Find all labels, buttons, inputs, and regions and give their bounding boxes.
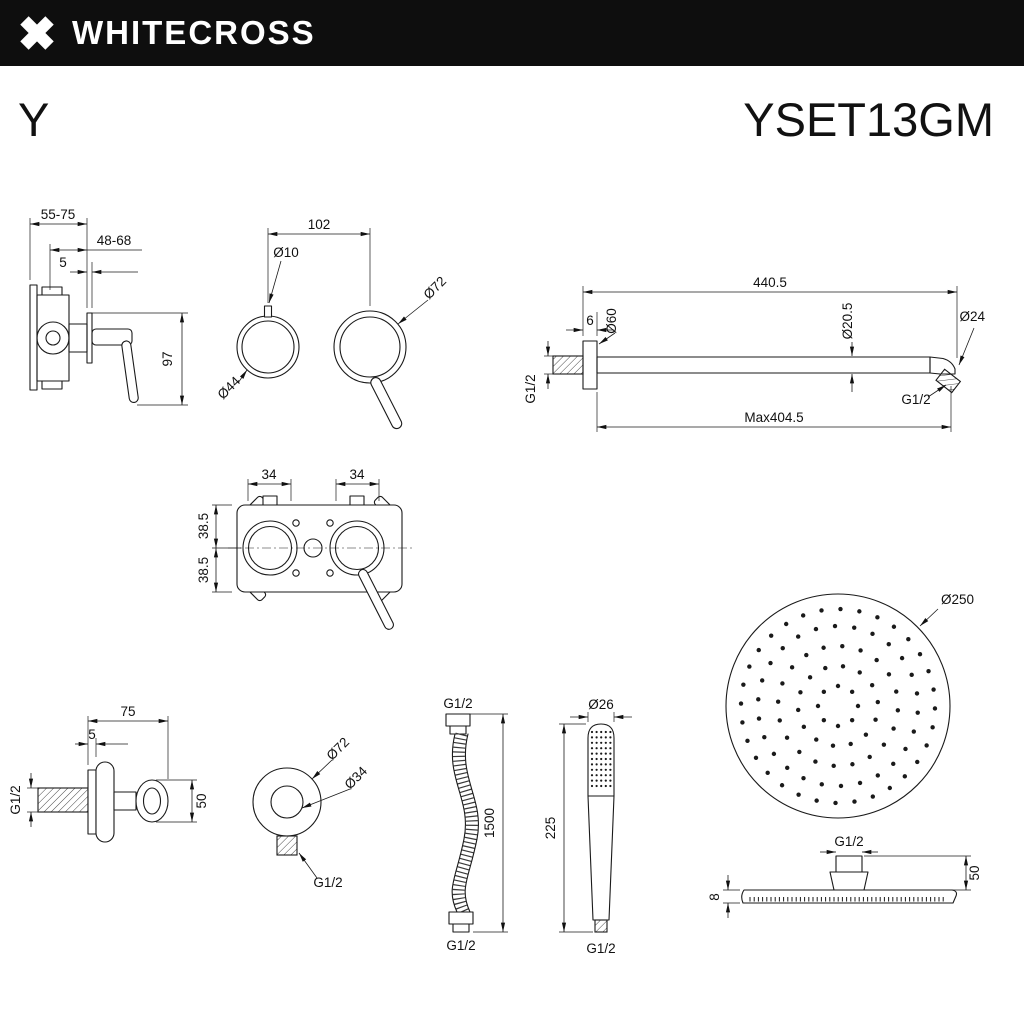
dim-trim-spacing: 102 [308,217,331,232]
dim-arm-flange-dia: Ø60 [604,308,619,334]
dim-handshower-thread: G1/2 [586,941,615,956]
handshower-spray-dots [590,730,612,788]
hose-geometry [445,713,479,933]
arm-flange [582,340,598,390]
dim-escutcheon-inner: Ø34 [341,763,370,792]
valve-side-geometry [29,284,139,404]
shower-arm-dimensions: 440.5 6 Ø60 Ø20.5 Ø24 G1/2 G1/2 Max404.5 [523,275,985,432]
escutcheon-dimensions: Ø72 Ø34 G1/2 [298,734,370,890]
dim-arm-tube-dia: Ø20.5 [840,303,855,340]
model-series: Y [18,93,50,146]
wall-outlet-dimensions: 75 5 G1/2 50 [8,704,209,827]
brand-name: WHITECROSS [72,14,316,51]
rough-in-geometry [228,495,412,630]
dim-hose-length: 1500 [482,808,497,838]
dim-arm-tip-dia: Ø24 [959,309,985,324]
wall-outlet-geometry [37,761,169,843]
dim-arm-flange-thk: 6 [586,313,594,328]
dim-head-thread: G1/2 [834,834,863,849]
dim-head-conn-height: 50 [967,865,982,880]
model-row: Y YSET13GM [18,92,994,147]
dim-head-thickness: 8 [707,893,722,901]
drawing-head-side: G1/2 50 8 [707,834,982,918]
hose-dimensions: G1/2 1500 G1/2 [443,696,508,953]
drawing-hose: G1/2 1500 G1/2 [443,696,508,953]
rough-in-dimensions: 34 34 38.5 38.5 [196,467,380,593]
dim-roughin-top: 38.5 [196,513,211,539]
drawing-escutcheon: Ø72 Ø34 G1/2 [252,734,370,890]
escutcheon-geometry [252,767,322,856]
handshower-geometry [587,723,615,933]
model-code: YSET13GM [743,93,994,146]
head-top-outline [725,593,951,819]
shower-arm-tube [596,356,931,374]
dim-valve-inner-range: 48-68 [97,233,132,248]
drawing-valve-side: 55-75 48-68 5 97 [29,207,188,406]
trim-front-geometry [236,305,407,430]
dim-arm-thread-right: G1/2 [901,392,930,407]
dim-roughin-bottom: 38.5 [196,557,211,583]
dim-head-dia: Ø250 [941,592,974,607]
dim-outlet-height: 50 [194,793,209,808]
dim-arm-max-len: Max404.5 [744,410,803,425]
dim-roughin-right: 34 [349,467,365,482]
dim-trim-pin: Ø10 [273,245,299,260]
head-side-nozzle-band [749,897,944,902]
drawing-handshower: Ø26 225 G1/2 [543,697,632,956]
dim-arm-thread-left: G1/2 [523,374,538,403]
dim-trim-plate: Ø72 [420,273,449,302]
dim-valve-height: 97 [160,351,175,366]
drawing-shower-arm: 440.5 6 Ø60 Ø20.5 Ø24 G1/2 G1/2 Max404.5 [523,275,985,432]
head-nozzle-dots [738,606,938,806]
drawing-trim-front: 102 Ø10 Ø72 Ø44 [214,217,449,430]
dim-handshower-length: 225 [543,817,558,840]
dim-arm-length: 440.5 [753,275,787,290]
dim-outlet-plate: 5 [88,727,96,742]
trim-front-dimensions: 102 Ø10 Ø72 Ø44 [214,217,449,402]
dim-roughin-left: 34 [261,467,277,482]
handshower-thread [594,919,608,933]
dim-valve-depth-range: 55-75 [41,207,76,222]
dim-hose-thread-top: G1/2 [443,696,472,711]
dim-escutcheon-thread: G1/2 [313,875,342,890]
escutcheon-thread-stub [276,835,298,856]
drawing-head-top: Ø250 [725,592,974,819]
drawing-rough-in: 34 34 38.5 38.5 [196,467,412,630]
head-side-dimensions: G1/2 50 8 [707,834,982,918]
whitecross-logo-icon [20,16,54,50]
dim-handshower-dia: Ø26 [588,697,614,712]
dim-escutcheon-outer: Ø72 [323,734,352,763]
outlet-thread [37,787,89,813]
head-side-geometry [741,855,958,904]
dim-outlet-depth: 75 [120,704,135,719]
arm-thread-left [552,355,584,375]
shower-arm-geometry [552,340,962,394]
brand-header: WHITECROSS [0,0,1024,66]
drawing-wall-outlet: 75 5 G1/2 50 [8,704,209,843]
dim-outlet-thread: G1/2 [8,785,23,814]
dim-valve-plate: 5 [59,255,67,270]
dim-hose-thread-bottom: G1/2 [446,938,475,953]
handshower-dimensions: Ø26 225 G1/2 [543,697,632,956]
valve-side-dimensions: 55-75 48-68 5 97 [29,207,188,406]
dim-trim-knob: Ø44 [214,373,243,402]
